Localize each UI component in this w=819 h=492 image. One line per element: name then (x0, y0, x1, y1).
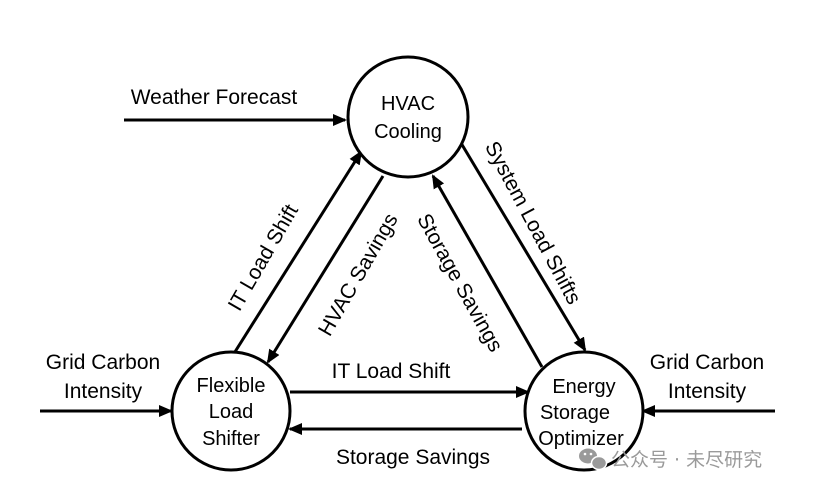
watermark: 公众号 · 未尽研究 (579, 448, 762, 471)
storage-node-label-2: Storage (540, 402, 610, 424)
system-load-shifts-label: System Load Shifts (480, 138, 585, 309)
grid-carbon-left-label-1: Grid Carbon (46, 351, 160, 374)
shifter-node-label-2: Load (209, 401, 254, 423)
hvac-savings-arrow (266, 175, 385, 364)
storage-savings-bottom-label: Storage Savings (336, 446, 490, 469)
grid-carbon-left-label-2: Intensity (64, 380, 143, 403)
watermark-text: 公众号 · 未尽研究 (611, 449, 762, 471)
it-load-shift-bottom-label: IT Load Shift (332, 360, 451, 383)
grid-carbon-right-label-1: Grid Carbon (650, 351, 764, 374)
hvac-cooling-node: HVAC Cooling (346, 55, 470, 179)
hvac-savings-label: HVAC Savings (314, 210, 403, 340)
flexible-load-shifter-node: Flexible Load Shifter (170, 350, 292, 472)
storage-savings-diag-arrow (431, 174, 544, 368)
storage-node-label-3: Optimizer (538, 428, 624, 450)
it-load-shift-diag-label: IT Load Shift (224, 200, 303, 314)
grid-carbon-right-label-2: Intensity (668, 380, 747, 403)
shifter-node-label-3: Shifter (202, 428, 260, 450)
energy-storage-optimizer-node: Energy Storage Optimizer (523, 350, 645, 472)
wechat-icon (579, 448, 608, 471)
hvac-node-label-1: HVAC (381, 93, 435, 115)
storage-node-label-1: Energy (552, 376, 615, 398)
weather-forecast-label: Weather Forecast (131, 86, 298, 109)
shifter-node-label-1: Flexible (197, 375, 266, 397)
system-load-shifts-arrow (459, 142, 587, 352)
hvac-node-label-2: Cooling (374, 121, 442, 143)
it-load-shift-diag-arrow (231, 150, 363, 356)
